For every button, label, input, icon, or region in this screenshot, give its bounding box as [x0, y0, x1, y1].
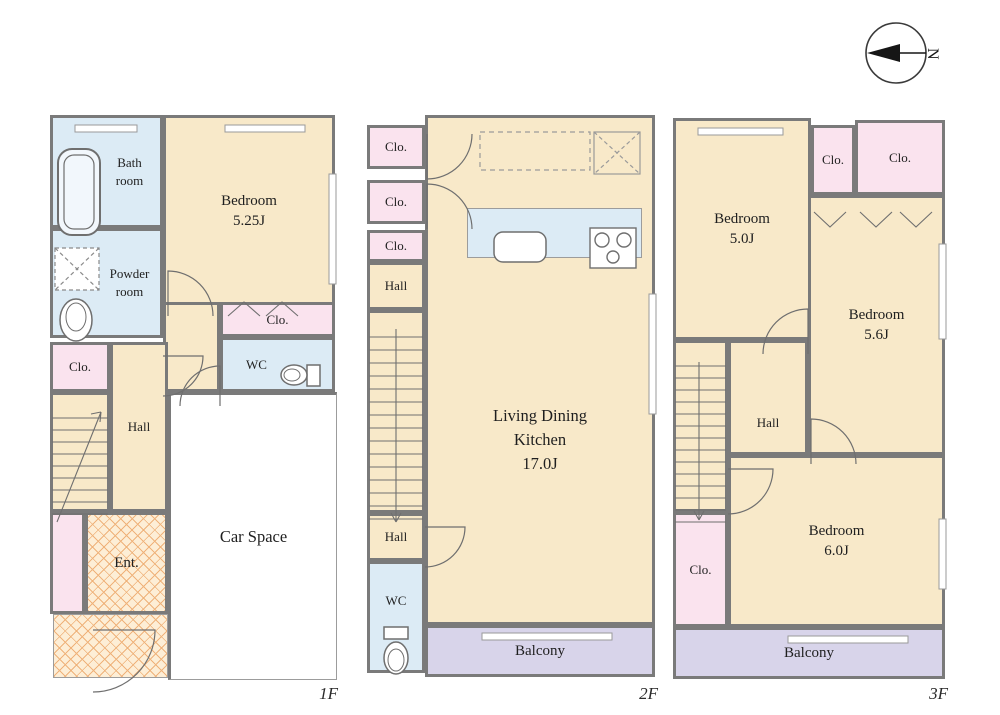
room-wc-1f: WC: [220, 337, 335, 392]
room-powder-1f: Powder room: [50, 228, 163, 338]
room-label: Bedroom: [808, 522, 865, 539]
room-hall-lower-2f: Hall: [367, 513, 425, 561]
room-label: Clo.: [689, 561, 712, 577]
entrance-approach-1f: [53, 614, 168, 678]
room-bath-1f: Bath room: [50, 115, 163, 228]
room-size-label: 17.0J: [522, 453, 558, 473]
room-label: room: [115, 172, 144, 188]
room-size-label: 6.0J: [824, 543, 849, 559]
floor-label-1f: 1F: [319, 684, 338, 703]
compass: N: [865, 22, 941, 84]
room-label: Living Dining: [493, 406, 587, 426]
room-label: Bedroom: [221, 192, 277, 209]
stairs-1f: [50, 392, 110, 512]
compass-n-label: N: [924, 48, 941, 60]
room-label: Clo.: [68, 359, 92, 375]
room-closet-a-3f: Clo.: [811, 125, 855, 195]
room-hall-1f: Hall: [110, 342, 168, 512]
room-closet-b-3f: Clo.: [855, 120, 945, 195]
room-label: Clo.: [821, 152, 845, 168]
cabinet-1f: [50, 512, 85, 614]
room-label: Hall: [756, 414, 780, 430]
room-label: Clo.: [266, 311, 289, 327]
room-label: Clo.: [888, 149, 912, 165]
room-label: Clo.: [384, 194, 408, 210]
room-label: Clo.: [384, 238, 408, 254]
room-wc-2f: WC: [367, 561, 425, 673]
room-closet-top-2f: Clo.: [367, 125, 425, 169]
room-label: Balcony: [784, 644, 834, 661]
room-hall-3f: Hall: [728, 340, 808, 455]
kitchen-counter-2f: [467, 208, 642, 258]
room-label: room: [115, 284, 144, 299]
room-label: Hall: [127, 419, 151, 435]
room-label: WC: [246, 356, 267, 372]
room-label: Hall: [384, 278, 408, 294]
room-hall-upper-2f: Hall: [367, 262, 425, 310]
room-size-label: 5.6J: [864, 327, 889, 343]
room-label: Bedroom: [714, 210, 770, 227]
room-label: Balcony: [515, 642, 565, 659]
room-closet-c-3f: Clo.: [673, 512, 728, 627]
room-label: Clo.: [384, 139, 408, 155]
room-closet-left-1f: Clo.: [50, 342, 110, 392]
floor-3f: Bedroom 5.0J Clo. Clo. Bedroom 5.6J Hall…: [668, 110, 950, 710]
floor-label-3f: 3F: [929, 684, 948, 703]
room-label: Car Space: [219, 527, 288, 547]
corridor-1f: [163, 302, 220, 392]
room-size-label: 5.25J: [232, 213, 266, 229]
room-size-label: 5.0J: [729, 231, 755, 247]
compass-needle-icon: [867, 44, 900, 62]
room-label: Kitchen: [513, 430, 567, 450]
room-bedroom-1f: Bedroom 5.25J: [163, 115, 335, 307]
room-balcony-2f: Balcony: [425, 625, 655, 677]
floor-label-2f: 2F: [639, 684, 658, 703]
floor-1f: Bath room Bedroom 5.25J Powder room Clo.…: [45, 110, 340, 710]
room-entrance-1f: Ent.: [85, 512, 168, 614]
room-car-space-1f: Car Space: [168, 392, 337, 680]
room-ldk-2f: Living Dining Kitchen 17.0J: [425, 115, 655, 625]
stairs-2f: [367, 310, 425, 513]
room-label: Ent.: [114, 554, 139, 571]
room-balcony-3f: Balcony: [673, 627, 945, 679]
room-label: Powder: [109, 266, 150, 282]
room-closet-right-1f: Clo.: [220, 302, 335, 337]
floor-2f: Clo. Clo. Clo. Hall Hall WC Living Dinin…: [362, 110, 660, 710]
room-label: Bedroom: [848, 306, 905, 323]
room-bedroom-nw-3f: Bedroom 5.0J: [673, 118, 811, 340]
room-closet-mid-2f: Clo.: [367, 180, 425, 224]
room-label: Bath: [117, 154, 142, 170]
stairs-3f: [673, 340, 728, 512]
room-label: Hall: [384, 529, 408, 545]
room-closet-low-2f: Clo.: [367, 230, 425, 262]
room-bedroom-s-3f: Bedroom 6.0J: [728, 455, 945, 627]
room-bedroom-e-3f: Bedroom 5.6J: [808, 195, 945, 455]
room-label: WC: [385, 593, 407, 608]
